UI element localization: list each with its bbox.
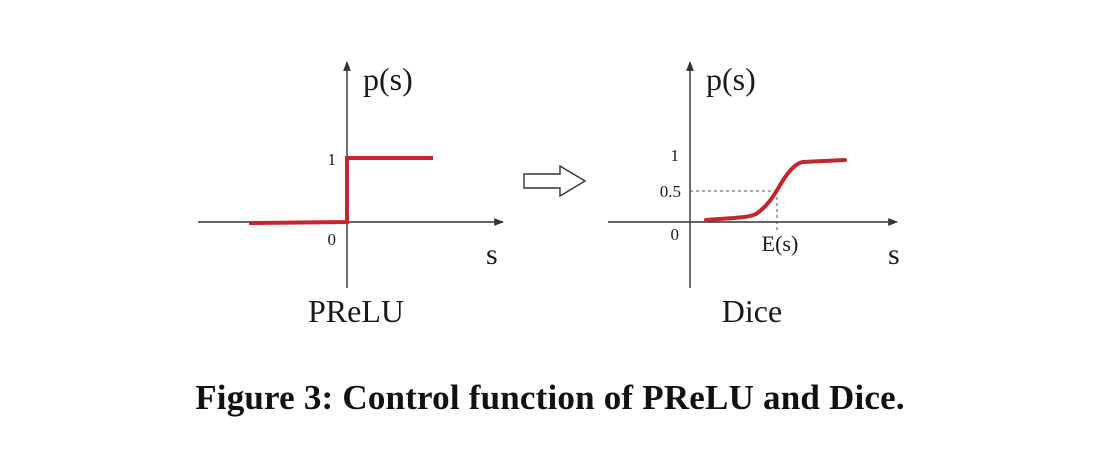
prelu-panel: p(s) 1 0 s PReLU [198, 61, 504, 329]
dice-y-tick-0: 0 [671, 225, 680, 244]
prelu-panel-title: PReLU [308, 293, 404, 329]
figure-caption: Figure 3: Control function of PReLU and … [195, 378, 905, 417]
hollow-right-arrow-icon [523, 164, 587, 198]
dice-y-tick-0-5: 0.5 [660, 182, 681, 201]
dice-panel-title: Dice [722, 293, 782, 329]
prelu-y-tick-1: 1 [328, 150, 337, 169]
dice-y-tick-1: 1 [671, 146, 680, 165]
prelu-y-label: p(s) [363, 61, 413, 97]
prelu-step-curve [248, 156, 433, 225]
dice-sigmoid-curve [704, 158, 847, 222]
dice-expectation-label: E(s) [762, 231, 799, 256]
prelu-y-tick-0: 0 [328, 230, 337, 249]
prelu-x-label: s [486, 238, 498, 271]
dice-x-label: s [888, 238, 900, 271]
dice-y-label: p(s) [706, 61, 756, 97]
dice-panel: p(s) 1 0.5 0 E(s) s Dice [608, 61, 900, 329]
